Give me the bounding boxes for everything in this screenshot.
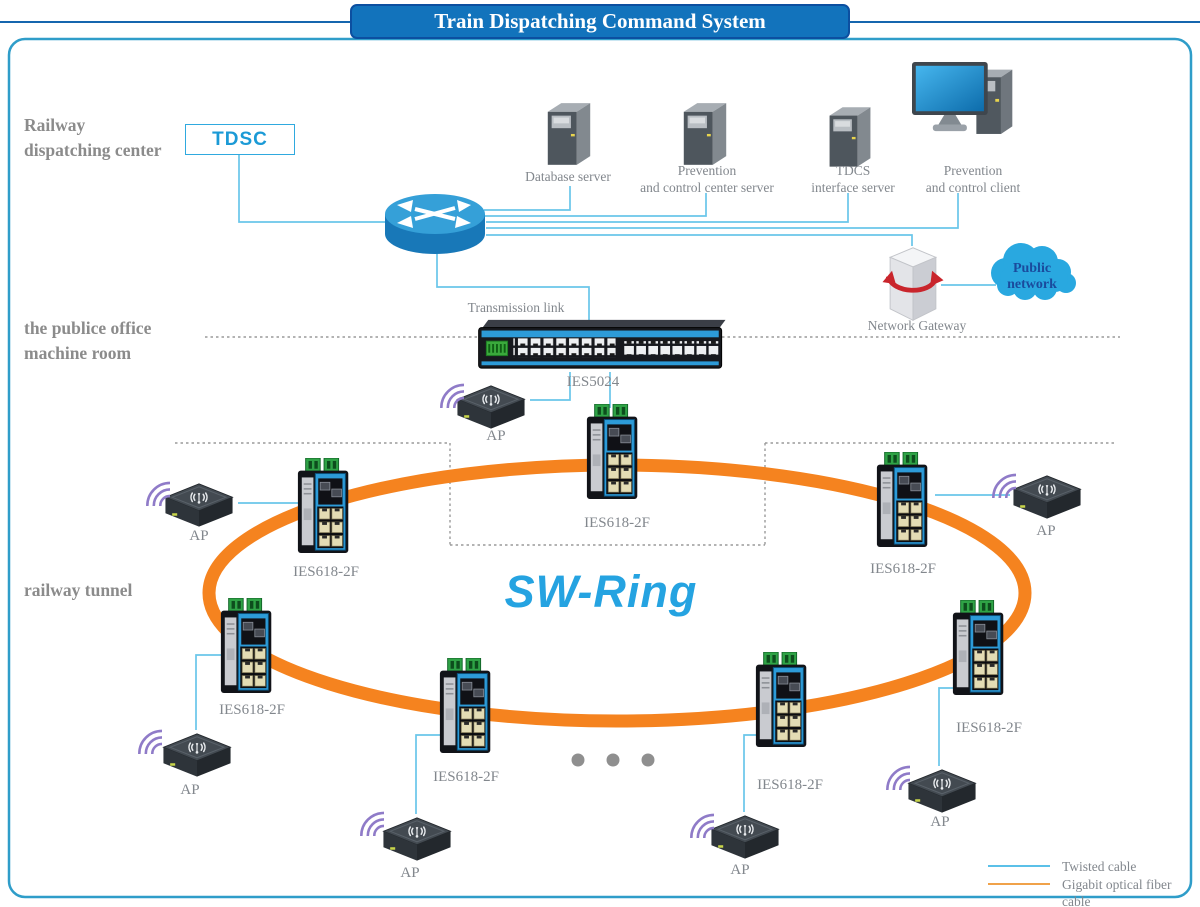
ring-switch-label-3: IES618-2F xyxy=(870,561,936,577)
zone-label-dispatching-center: Railway dispatching center xyxy=(24,115,162,160)
cable-tdcsserver-router xyxy=(486,193,849,223)
ap-icon-3 xyxy=(1012,475,1082,520)
ap-icon-4 xyxy=(162,733,232,778)
database-server-label: Database server xyxy=(525,169,611,184)
diagram-border xyxy=(7,37,1193,899)
ies5024-switch-icon xyxy=(478,319,726,369)
legend-twisted-label: Twisted cable xyxy=(1062,859,1137,874)
cable-dbserver-router xyxy=(484,186,571,211)
wifi-waves-icon-6 xyxy=(690,813,714,838)
ap-label-6: AP xyxy=(730,862,750,878)
cable-ap-switch-6 xyxy=(743,734,757,812)
ap-icon-6 xyxy=(710,815,780,860)
network-gateway-icon xyxy=(882,248,943,320)
ap-icon-7 xyxy=(907,769,977,814)
wifi-waves-icon-7 xyxy=(886,765,910,790)
prevention-center-server-icon xyxy=(683,103,727,165)
cable-tdsc-router xyxy=(238,155,387,223)
cable-router-gateway xyxy=(486,234,913,246)
public-network-label: Public network xyxy=(1007,261,1057,293)
ring-switch-icon-4 xyxy=(220,598,272,694)
cable-coreswitch-ap xyxy=(530,372,571,401)
legend-fiber-label: Gigabit optical fiber cable xyxy=(1062,877,1172,907)
wifi-waves-icon-5 xyxy=(360,811,384,836)
ring-switch-label-7: IES618-2F xyxy=(956,720,1022,736)
database-server-icon xyxy=(547,103,591,165)
ring-switch-label-1: IES618-2F xyxy=(584,515,650,531)
ap-icon-1 xyxy=(456,385,526,430)
ies5024-label: IES5024 xyxy=(566,374,620,390)
router-icon xyxy=(383,192,487,256)
ring-switch-label-6: IES618-2F xyxy=(757,777,823,793)
ring-switch-icon-6 xyxy=(755,652,807,748)
ap-label-4: AP xyxy=(180,782,200,798)
tdcs-interface-server-label: TDCS interface server xyxy=(811,163,895,195)
ring-switch-icon-7 xyxy=(952,600,1004,696)
ring-switch-icon-3 xyxy=(876,452,928,548)
ring-switch-label-2: IES618-2F xyxy=(293,564,359,580)
sw-ring-title: SW-Ring xyxy=(504,566,698,617)
cable-ap-switch-4 xyxy=(195,654,222,730)
prevention-center-server-label: Prevention and control center server xyxy=(640,163,774,195)
cable-client-router xyxy=(486,193,959,229)
zone-label-machine-room: the publice office machine room xyxy=(24,318,152,363)
twisted-cables xyxy=(195,155,1010,814)
ellipsis-dots xyxy=(571,753,655,767)
cable-ap-switch-7 xyxy=(938,687,954,766)
page-title: Train Dispatching Command System xyxy=(350,4,850,39)
cable-router-coreswitch xyxy=(436,248,590,322)
ap-label-3: AP xyxy=(1036,523,1056,539)
cable-prevserver-router xyxy=(484,193,707,217)
ap-label-1: AP xyxy=(486,428,506,444)
wifi-waves-icon-4 xyxy=(138,729,162,754)
cable-ap-switch-5 xyxy=(415,734,441,814)
ap-label-7: AP xyxy=(930,814,950,830)
transmission-link-label: Transmission link xyxy=(467,300,565,315)
zone-label-railway-tunnel: railway tunnel xyxy=(24,580,133,600)
ring-switch-label-4: IES618-2F xyxy=(219,702,285,718)
public-network-cloud-icon xyxy=(991,243,1076,300)
network-gateway-label: Network Gateway xyxy=(867,318,967,333)
ring-switch-icon-2 xyxy=(297,458,349,554)
ap-label-5: AP xyxy=(400,865,420,881)
ring-switch-icon-1 xyxy=(586,404,638,500)
ring-switch-icon-5 xyxy=(439,658,491,754)
tdcs-interface-server-icon xyxy=(829,107,871,167)
ap-label-2: AP xyxy=(189,528,209,544)
prevention-client-label: Prevention and control client xyxy=(925,163,1021,195)
ring-switch-label-5: IES618-2F xyxy=(433,769,499,785)
ap-icon-2 xyxy=(164,483,234,528)
tdsc-node: TDSC xyxy=(185,124,295,155)
ap-icon-5 xyxy=(382,817,452,862)
prevention-client-icon xyxy=(912,62,1013,134)
